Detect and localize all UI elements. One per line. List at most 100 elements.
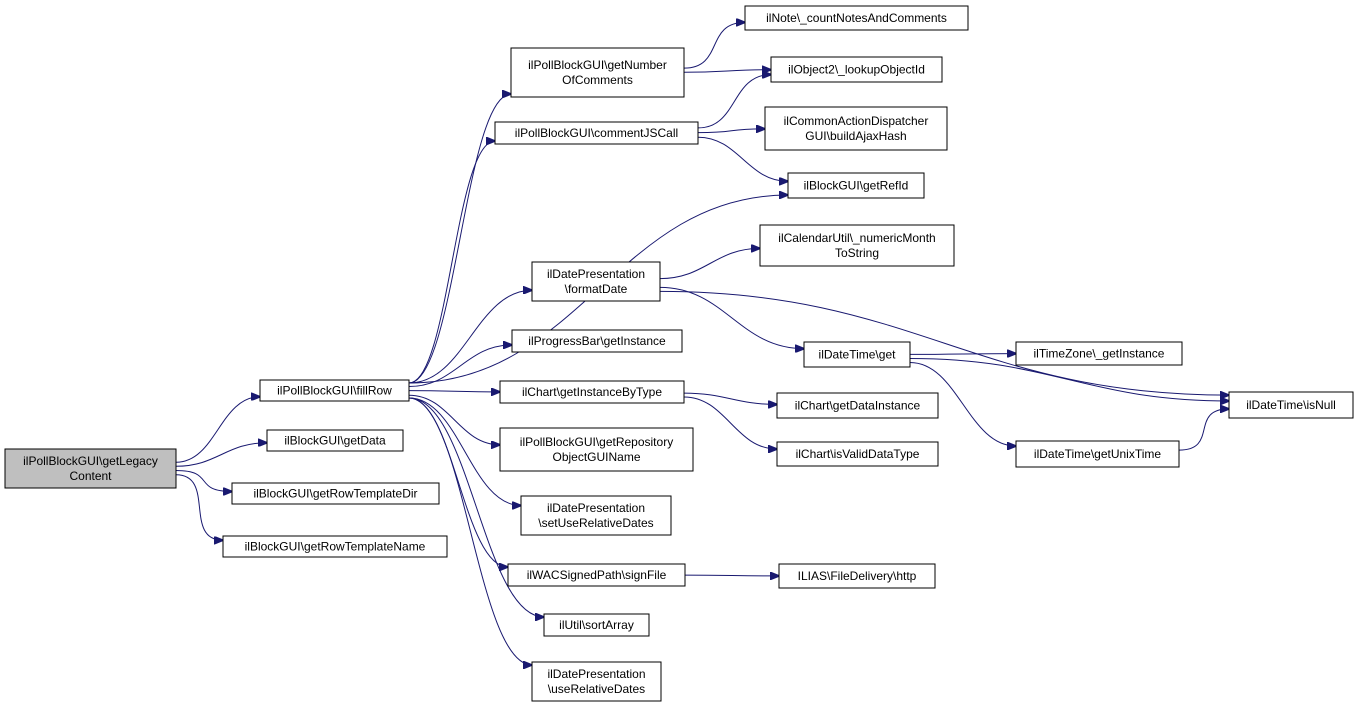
node-box — [543, 613, 650, 637]
node-getRowTemplateName[interactable]: ilBlockGUI\getRowTemplateName — [222, 535, 448, 558]
node-label: ilWACSignedPath\signFile — [527, 568, 667, 582]
node-box — [776, 441, 939, 467]
node-box — [1015, 341, 1183, 366]
edge-signFile-to-fileDeliveryHttp — [684, 575, 779, 576]
node-label: \useRelativeDates — [548, 682, 645, 696]
node-box — [744, 5, 969, 31]
node-box — [520, 495, 672, 536]
node-box — [770, 56, 943, 83]
node-getTimeZoneInstance[interactable]: ilTimeZone\_getInstance — [1015, 341, 1183, 366]
node-getRefId[interactable]: ilBlockGUI\getRefId — [787, 172, 925, 199]
node-label: ObjectGUIName — [552, 450, 640, 464]
node-label: Content — [69, 469, 112, 483]
node-box — [507, 563, 686, 587]
node-box — [1228, 391, 1354, 419]
edge-root-to-fillRow — [175, 397, 260, 463]
node-box — [787, 172, 925, 199]
node-box — [803, 341, 911, 368]
edge-fillRow-to-sortArray — [408, 397, 544, 617]
edge-root-to-getData — [175, 443, 267, 467]
node-box — [499, 380, 685, 404]
edge-dateTimeGet-to-getUnixTime — [909, 361, 1016, 446]
node-getRepositoryObjectGUIName[interactable]: ilPollBlockGUI\getRepositoryObjectGUINam… — [499, 427, 694, 472]
node-label: GUI\buildAjaxHash — [805, 129, 906, 143]
node-label: ilUtil\sortArray — [559, 618, 634, 632]
node-label: \setUseRelativeDates — [538, 516, 653, 530]
edge-getUnixTime-to-isNull — [1178, 409, 1229, 451]
node-label: ilCalendarUtil\_numericMonth — [778, 231, 935, 245]
node-label: ilPollBlockGUI\commentJSCall — [515, 126, 678, 140]
node-formatDate[interactable]: ilDatePresentation\formatDate — [531, 261, 661, 302]
node-label: ilDateTime\getUnixTime — [1034, 447, 1161, 461]
node-commentJSCall[interactable]: ilPollBlockGUI\commentJSCall — [494, 121, 699, 145]
node-label: ILIAS\FileDelivery\http — [798, 569, 917, 583]
edges-layer — [175, 22, 1229, 665]
node-getData[interactable]: ilBlockGUI\getData — [266, 429, 404, 452]
edge-dateTimeGet-to-getTimeZoneInstance — [909, 354, 1016, 355]
node-useRelativeDates[interactable]: ilDatePresentation\useRelativeDates — [531, 661, 662, 702]
node-box — [4, 448, 177, 489]
node-box — [511, 329, 683, 353]
node-label: ilBlockGUI\getRefId — [804, 179, 909, 193]
edge-root-to-getRowTemplateName — [175, 474, 223, 541]
node-chartGetInstanceByType[interactable]: ilChart\getInstanceByType — [499, 380, 685, 404]
node-isValidDataType[interactable]: ilChart\isValidDataType — [776, 441, 939, 467]
node-countNotesAndComments[interactable]: ilNote\_countNotesAndComments — [744, 5, 969, 31]
node-label: ilDatePresentation — [547, 267, 645, 281]
node-label: ilDatePresentation — [547, 667, 645, 681]
node-label: ilDatePresentation — [547, 501, 645, 515]
edge-formatDate-to-isNull — [659, 290, 1229, 395]
edge-commentJSCall-to-buildAjaxHash — [697, 129, 765, 134]
node-label: ilChart\isValidDataType — [796, 447, 920, 461]
node-dateTimeGet[interactable]: ilDateTime\get — [803, 341, 911, 368]
edge-fillRow-to-getNumberOfComments — [408, 94, 511, 384]
node-box — [494, 121, 699, 145]
edge-fillRow-to-setUseRelativeDates — [408, 397, 521, 506]
node-lookupObjectId[interactable]: ilObject2\_lookupObjectId — [770, 56, 943, 83]
edge-commentJSCall-to-lookupObjectId — [697, 75, 771, 129]
node-progressBar[interactable]: ilProgressBar\getInstance — [511, 329, 683, 353]
node-label: ilBlockGUI\getRowTemplateName — [245, 540, 426, 554]
node-box — [531, 261, 661, 302]
node-getRowTemplateDir[interactable]: ilBlockGUI\getRowTemplateDir — [231, 482, 440, 505]
node-label: \formatDate — [565, 282, 628, 296]
node-label: ilTimeZone\_getInstance — [1034, 347, 1165, 361]
edge-fillRow-to-commentJSCall — [408, 141, 495, 384]
node-box — [231, 482, 440, 505]
edge-fillRow-to-getRepositoryObjectGUIName — [408, 394, 500, 445]
node-box — [266, 429, 404, 452]
node-box — [222, 535, 448, 558]
node-box — [1015, 440, 1180, 468]
node-sortArray[interactable]: ilUtil\sortArray — [543, 613, 650, 637]
node-box — [259, 379, 410, 402]
edge-getNumberOfComments-to-countNotesAndComments — [683, 22, 745, 69]
node-signFile[interactable]: ilWACSignedPath\signFile — [507, 563, 686, 587]
edge-formatDate-to-numericMonthToString — [659, 248, 760, 280]
node-buildAjaxHash[interactable]: ilCommonActionDispatcherGUI\buildAjaxHas… — [764, 106, 948, 151]
edge-fillRow-to-formatDate — [408, 290, 532, 384]
node-label: ilPollBlockGUI\getNumber — [528, 58, 667, 72]
edge-fillRow-to-useRelativeDates — [408, 397, 532, 665]
node-label: ilBlockGUI\getRowTemplateDir — [253, 487, 417, 501]
node-fileDeliveryHttp[interactable]: ILIAS\FileDelivery\http — [778, 563, 936, 589]
node-label: ilChart\getInstanceByType — [522, 385, 662, 399]
node-box — [510, 47, 685, 98]
node-getUnixTime[interactable]: ilDateTime\getUnixTime — [1015, 440, 1180, 468]
edge-fillRow-to-progressBar — [408, 345, 512, 388]
node-fillRow[interactable]: ilPollBlockGUI\fillRow — [259, 379, 410, 402]
node-getDataInstance[interactable]: ilChart\getDataInstance — [776, 392, 939, 419]
node-isNull[interactable]: ilDateTime\isNull — [1228, 391, 1354, 419]
edge-fillRow-to-chartGetInstanceByType — [408, 391, 500, 392]
node-label: ToString — [835, 246, 879, 260]
node-label: ilPollBlockGUI\getLegacy — [23, 454, 158, 468]
node-label: OfComments — [562, 73, 633, 87]
node-setUseRelativeDates[interactable]: ilDatePresentation\setUseRelativeDates — [520, 495, 672, 536]
edge-commentJSCall-to-getRefId — [697, 136, 788, 181]
node-box — [778, 563, 936, 589]
node-label: ilChart\getDataInstance — [795, 399, 921, 413]
node-box — [759, 224, 955, 267]
edge-getNumberOfComments-to-lookupObjectId — [683, 70, 771, 73]
